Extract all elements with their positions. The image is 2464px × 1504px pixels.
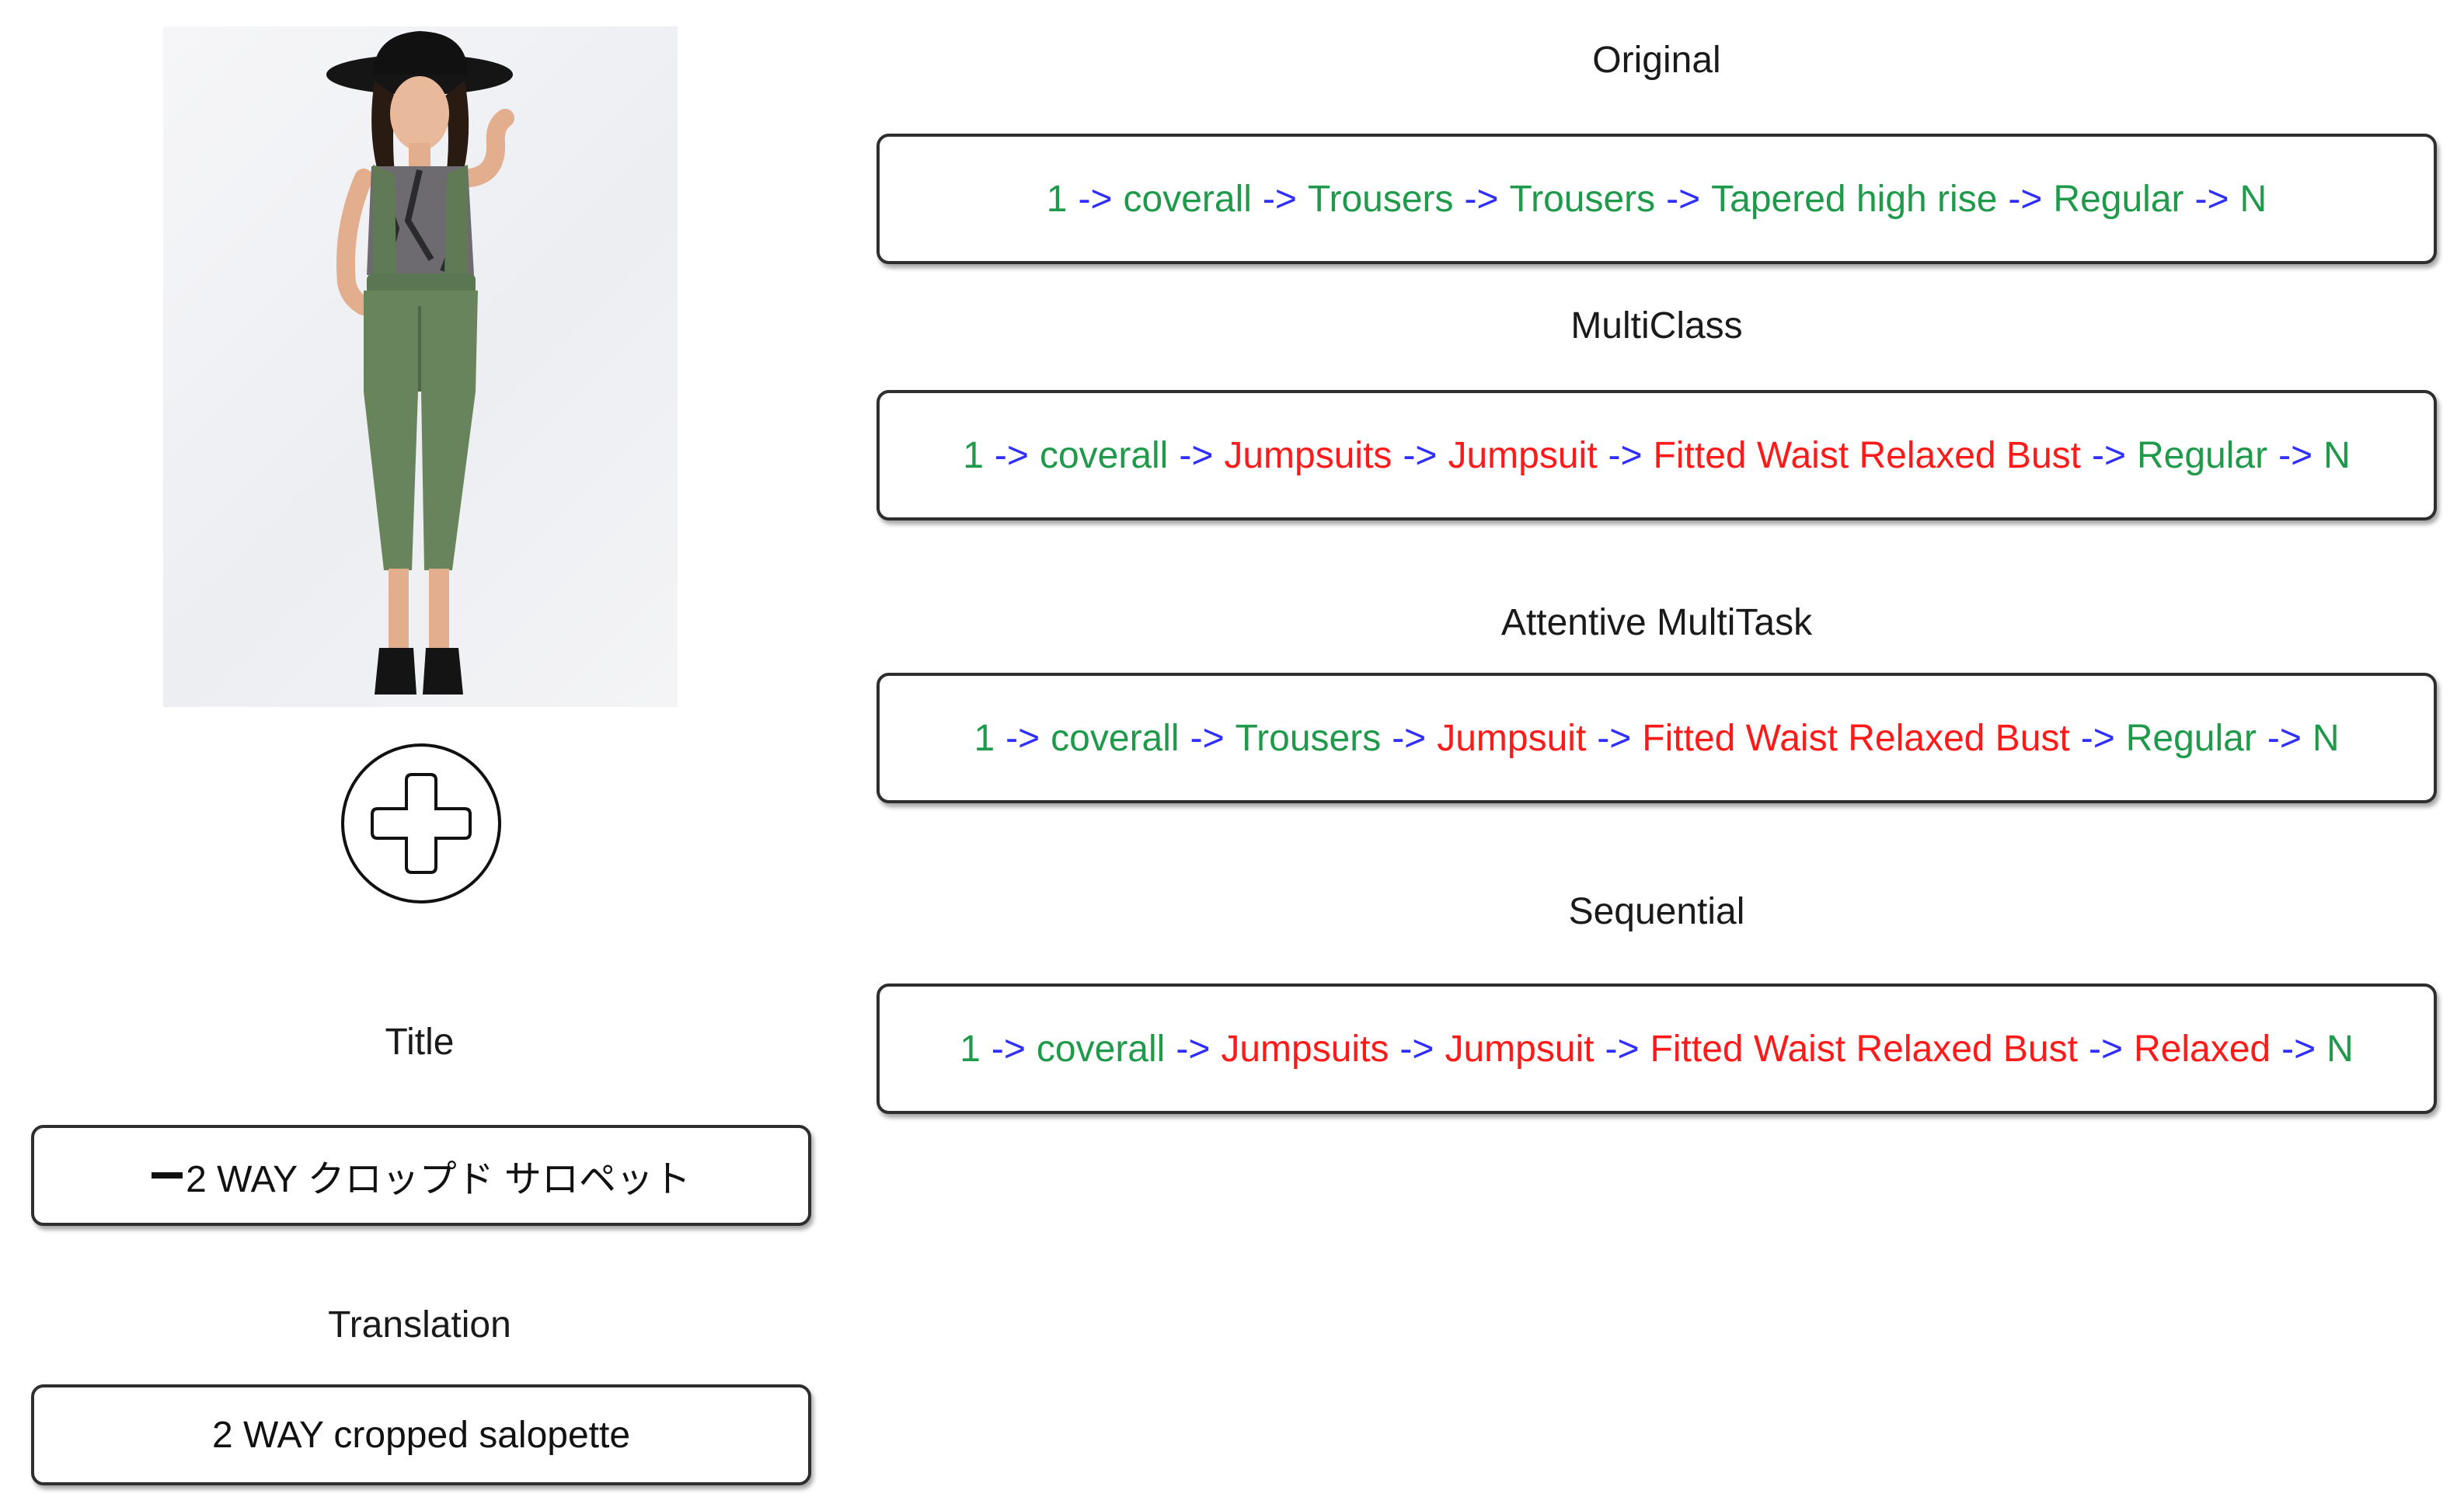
chain-segment-correct: coverall	[1036, 1028, 1166, 1070]
chain-arrow: ->	[1392, 717, 1427, 759]
translation-field: 2 WAY cropped salopette	[31, 1384, 811, 1485]
chain-segment-incorrect: Jumpsuits	[1224, 434, 1392, 476]
prediction-label-attentive-multitask: Attentive MultiTask	[1500, 602, 1813, 643]
chain-segment-correct: 1	[1046, 178, 1068, 220]
chain-arrow: ->	[1605, 1028, 1640, 1070]
chain-arrow: ->	[2080, 717, 2115, 759]
chain-arrow: ->	[1005, 717, 1040, 759]
title-field: 2 WAY クロップド サロペット	[31, 1125, 811, 1226]
chain-segment-incorrect: Jumpsuits	[1221, 1028, 1389, 1070]
chain-arrow: ->	[1464, 178, 1499, 220]
prediction-box-original: 1->coverall->Trousers->Trousers->Tapered…	[877, 134, 2437, 264]
chain-segment-correct: 1	[960, 1028, 981, 1070]
chain-arrow: ->	[2267, 717, 2302, 759]
chain-segment-incorrect: Jumpsuit	[1437, 717, 1587, 759]
chain-arrow: ->	[2278, 434, 2313, 476]
chain-arrow: ->	[1403, 434, 1438, 476]
chain-arrow: ->	[1176, 1028, 1211, 1070]
chain-segment-correct: N	[2312, 717, 2340, 759]
chain-arrow: ->	[1179, 434, 1214, 476]
chain-arrow: ->	[1597, 717, 1632, 759]
title-label: Title	[385, 1022, 455, 1063]
translation-label: Translation	[328, 1304, 511, 1346]
chain-arrow: ->	[1262, 178, 1297, 220]
chain-segment-correct: coverall	[1039, 434, 1169, 476]
chain-arrow: ->	[2281, 1028, 2316, 1070]
product-photo	[163, 26, 678, 707]
prediction-box-multiclass: 1->coverall->Jumpsuits->Jumpsuit->Fitted…	[877, 390, 2437, 520]
chain-arrow: ->	[1078, 178, 1113, 220]
prediction-box-sequential: 1->coverall->Jumpsuits->Jumpsuit->Fitted…	[877, 984, 2437, 1114]
chain-segment-incorrect: Jumpsuit	[1448, 434, 1598, 476]
chain-segment-correct: Regular	[2137, 434, 2268, 476]
chain-segment-correct: N	[2239, 178, 2267, 220]
chain-arrow: ->	[2194, 178, 2229, 220]
chain-arrow: ->	[991, 1028, 1026, 1070]
prediction-label-sequential: Sequential	[1568, 891, 1745, 932]
chain-segment-correct: Regular	[2125, 717, 2257, 759]
chain-arrow: ->	[1190, 717, 1225, 759]
chain-segment-correct: coverall	[1051, 717, 1180, 759]
chain-segment-correct: Trousers	[1509, 178, 1656, 220]
text-cursor-mark	[152, 1172, 183, 1178]
prediction-box-attentive-multitask: 1->coverall->Trousers->Jumpsuit->Fitted …	[877, 673, 2437, 803]
plus-icon	[340, 742, 503, 905]
chain-arrow: ->	[994, 434, 1029, 476]
model-figure-illustration	[326, 31, 514, 695]
chain-arrow: ->	[2091, 434, 2126, 476]
chain-segment-correct: Trousers	[1235, 717, 1382, 759]
chain-arrow: ->	[1608, 434, 1643, 476]
chain-segment-correct: Trousers	[1307, 178, 1454, 220]
chain-arrow: ->	[1666, 178, 1701, 220]
prediction-label-original: Original	[1592, 40, 1721, 81]
chain-segment-incorrect: Fitted Waist Relaxed Bust	[1653, 434, 2081, 476]
chain-segment-correct: 1	[963, 434, 984, 476]
chain-segment-correct: Regular	[2053, 178, 2184, 220]
chain-segment-correct: Tapered high rise	[1711, 178, 1998, 220]
chain-arrow: ->	[2008, 178, 2043, 220]
chain-segment-correct: N	[2323, 434, 2351, 476]
chain-arrow: ->	[2088, 1028, 2123, 1070]
chain-segment-incorrect: Fitted Waist Relaxed Bust	[1642, 717, 2070, 759]
prediction-label-multiclass: MultiClass	[1570, 305, 1743, 346]
chain-segment-incorrect: Relaxed	[2133, 1028, 2271, 1070]
chain-segment-incorrect: Fitted Waist Relaxed Bust	[1650, 1028, 2078, 1070]
title-value: 2 WAY クロップド サロペット	[186, 1159, 691, 1200]
chain-segment-incorrect: Jumpsuit	[1445, 1028, 1594, 1070]
chain-segment-correct: coverall	[1123, 178, 1252, 220]
chain-arrow: ->	[1399, 1028, 1434, 1070]
chain-segment-correct: N	[2326, 1028, 2354, 1070]
chain-segment-correct: 1	[974, 717, 995, 759]
